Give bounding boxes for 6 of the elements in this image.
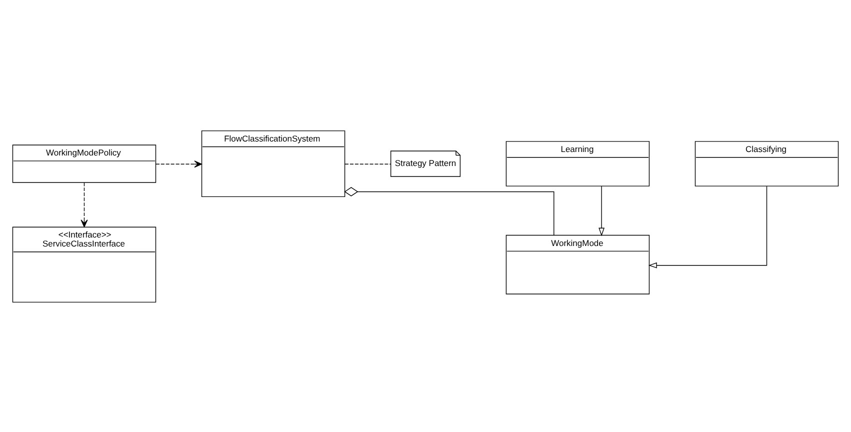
arrow xyxy=(598,185,605,236)
arrow xyxy=(648,185,768,268)
connector xyxy=(344,163,392,164)
connector xyxy=(344,186,554,236)
arrow xyxy=(156,160,202,168)
arrow xyxy=(80,182,88,227)
